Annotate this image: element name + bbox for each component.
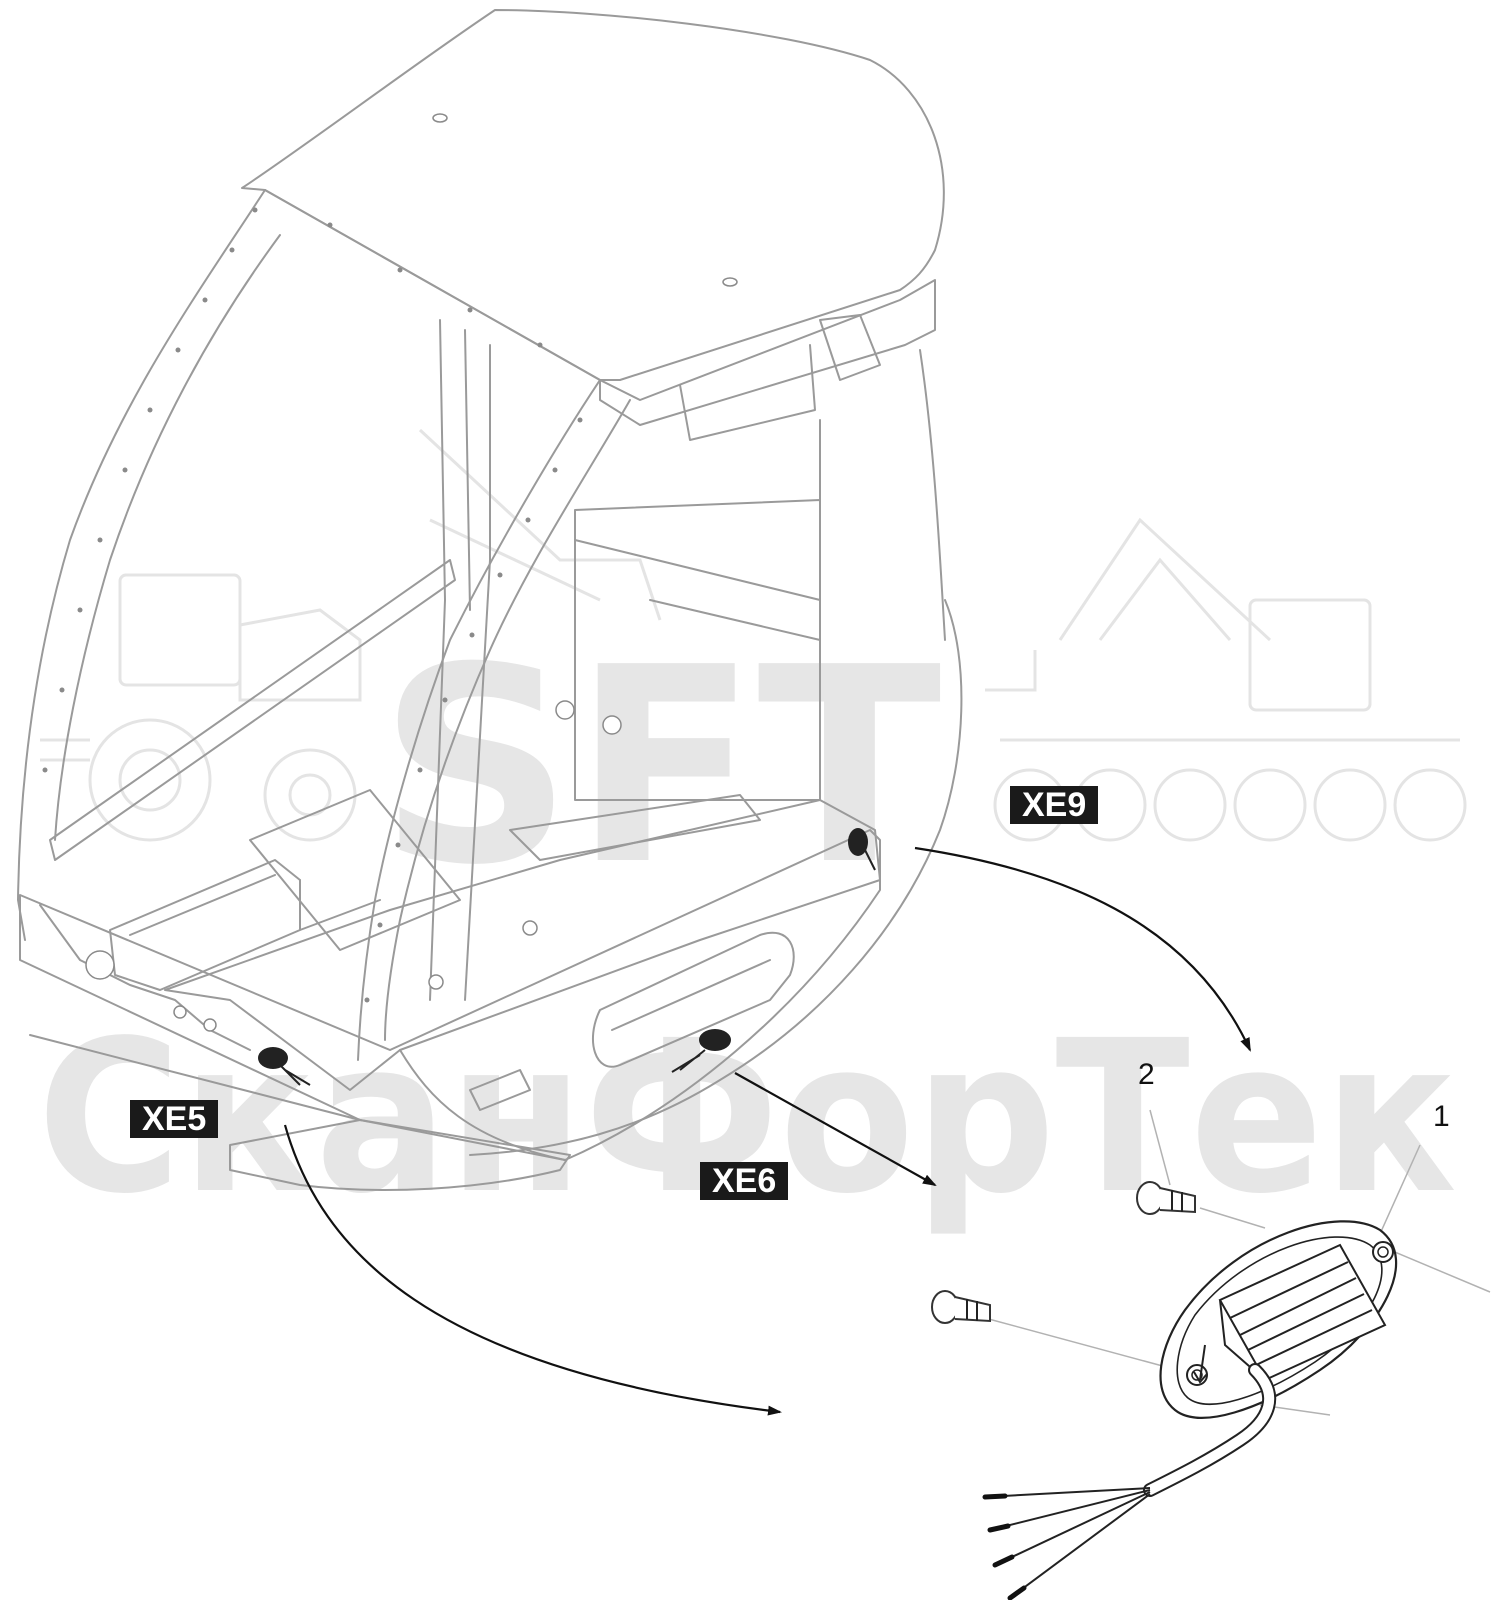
regulator-module [1159, 1220, 1398, 1419]
callout-item-2: 2 [1138, 1058, 1155, 1091]
watermark: SFT СканФорТек [37, 428, 1467, 1240]
label-xe6: XE6 [700, 1162, 789, 1200]
arrow-xe6 [734, 1072, 937, 1186]
connector-arrows [283, 846, 1251, 1416]
label-xe5: XE5 [130, 1100, 219, 1138]
screw-bottom [931, 1290, 991, 1324]
cab-drawing [17, 9, 963, 1191]
connector-xe5-plug [258, 1047, 311, 1086]
watermark-brand: SFT [378, 609, 943, 924]
label-xe9: XE9 [1010, 786, 1099, 824]
connector-xe9-plug [848, 828, 876, 871]
arrow-xe5 [283, 1124, 782, 1416]
arrow-xe9 [914, 846, 1251, 1052]
connector-xe6-plug [671, 1029, 731, 1073]
callout-item-1: 1 [1433, 1100, 1450, 1133]
exploded-component [931, 1109, 1491, 1600]
screw-top [1136, 1181, 1196, 1215]
regulator-cable [982, 1363, 1277, 1600]
watermark-company: СканФорТек [37, 995, 1457, 1240]
